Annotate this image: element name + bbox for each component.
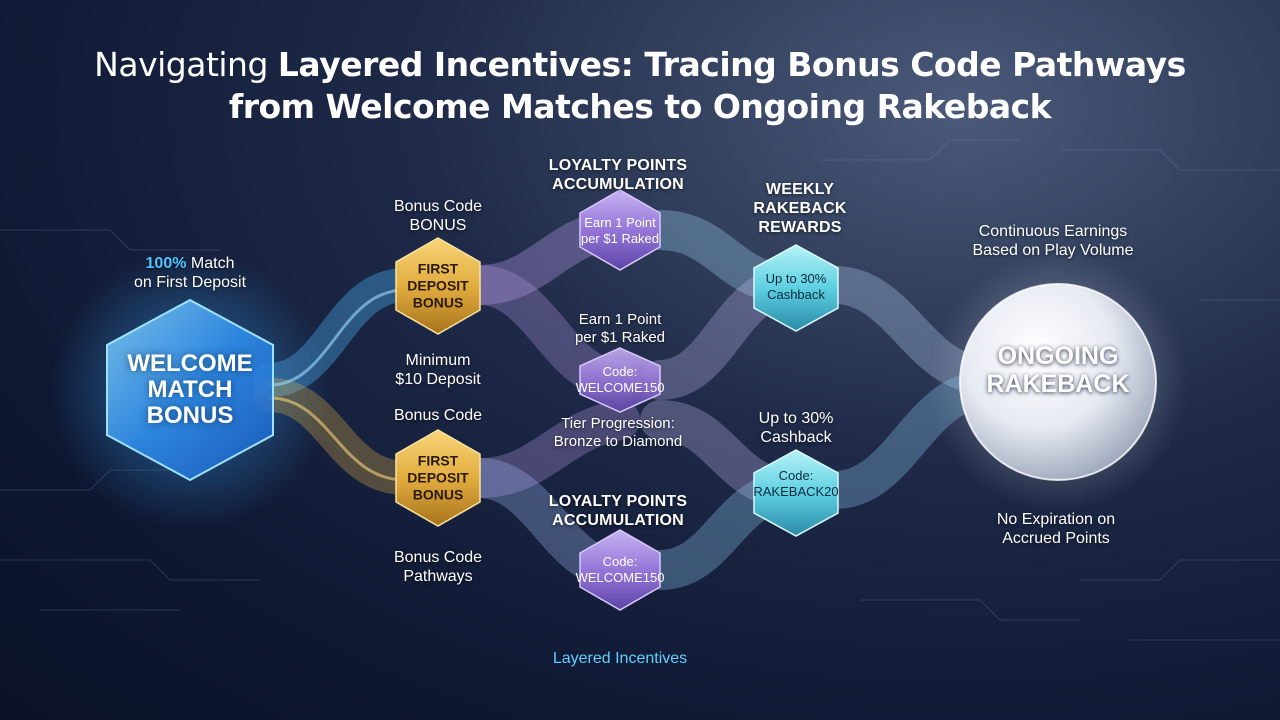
middle-code-hexagon xyxy=(579,347,661,413)
footer-caption: Layered Incentives xyxy=(552,650,688,667)
upper-bonus-hexagon-label: FIRST DEPOSIT BONUS xyxy=(407,260,469,311)
loyalty-bottom-title: LOYALTY POINTS ACCUMULATION xyxy=(548,493,688,529)
rakeback-lower-hexagon xyxy=(753,449,839,537)
bonus-code-pathways-caption: Bonus Code Pathways xyxy=(393,549,483,585)
lower-bonus-caption: Bonus Code xyxy=(393,407,483,424)
lower-bonus-hexagon xyxy=(395,429,481,527)
rakeback-lower-hexagon-label: Code: RAKEBACK20 xyxy=(753,468,839,499)
upper-bonus-hexagon xyxy=(395,237,481,335)
weekly-hexagon-label: Up to 30% Cashback xyxy=(765,271,827,302)
ongoing-rakeback-label: ONGOING RAKEBACK xyxy=(986,342,1130,398)
title-bold-line2: from Welcome Matches to Ongoing Rakeback xyxy=(228,87,1052,126)
ongoing-rakeback-circle xyxy=(959,283,1157,481)
loyalty-top-hexagon xyxy=(579,189,661,271)
loyalty-top-hexagon-label: Earn 1 Point per $1 Raked xyxy=(580,215,660,246)
weekly-hexagon xyxy=(753,244,839,332)
continuous-earnings-caption: Continuous Earnings Based on Play Volume xyxy=(972,223,1134,259)
lower-bonus-hexagon-label: FIRST DEPOSIT BONUS xyxy=(407,452,469,503)
no-expiration-caption: No Expiration on Accrued Points xyxy=(996,511,1116,547)
middle-earn-caption: Earn 1 Point per $1 Raked xyxy=(574,311,666,346)
welcome-hexagon xyxy=(106,298,274,482)
circuit-lines xyxy=(0,139,1280,641)
title-bold-line1: Layered Incentives: Tracing Bonus Code P… xyxy=(277,45,1186,84)
tier-progression-caption: Tier Progression: Bronze to Diamond xyxy=(553,415,683,450)
loyalty-bottom-hexagon xyxy=(579,529,661,611)
upper-bonus-caption: Bonus Code BONUS xyxy=(393,198,483,234)
middle-code-label: Code: WELCOME150 xyxy=(575,364,665,395)
loyalty-top-title: LOYALTY POINTS ACCUMULATION xyxy=(548,157,688,193)
title-light: Navigating xyxy=(94,45,278,84)
welcome-match-caption: 100% Match on First Deposit xyxy=(133,255,247,291)
weekly-title: WEEKLY RAKEBACK REWARDS xyxy=(753,181,847,236)
welcome-hexagon-label: WELCOME MATCH BONUS xyxy=(127,350,253,429)
loyalty-bottom-hexagon-label: Code: WELCOME150 xyxy=(575,554,665,585)
page-title: Navigating Layered Incentives: Tracing B… xyxy=(0,44,1280,128)
minimum-deposit-caption: Minimum $10 Deposit xyxy=(395,352,481,388)
rakeback-lower-caption: Up to 30% Cashback xyxy=(758,410,834,446)
match-percent: 100% xyxy=(145,255,187,272)
